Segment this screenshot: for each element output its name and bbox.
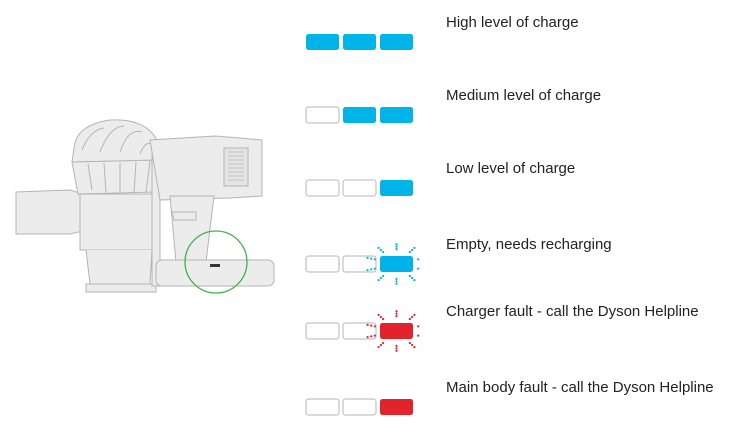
led-off bbox=[342, 179, 377, 197]
led-off bbox=[305, 255, 340, 273]
battery-pack bbox=[155, 259, 275, 287]
led-on bbox=[343, 107, 376, 123]
led-indicator-group bbox=[305, 106, 413, 124]
led-indicator-group bbox=[305, 398, 413, 416]
status-label: Low level of charge bbox=[446, 160, 576, 177]
status-label: Empty, needs recharging bbox=[446, 236, 612, 253]
status-row: Main body fault - call the Dyson Helplin… bbox=[300, 379, 745, 439]
led-on bbox=[380, 180, 413, 196]
status-row: High level of charge bbox=[300, 14, 745, 74]
clear-bin bbox=[79, 193, 157, 251]
led-off bbox=[305, 179, 340, 197]
battery-led-highlight bbox=[184, 230, 248, 294]
status-row: Empty, needs recharging bbox=[300, 236, 745, 296]
led-off bbox=[305, 106, 340, 124]
led-off bbox=[342, 398, 377, 416]
flashing-indicator-icon bbox=[366, 310, 420, 352]
vacuum-illustration bbox=[15, 119, 275, 294]
led-on bbox=[306, 34, 339, 50]
led-off bbox=[342, 322, 377, 340]
led-indicator-group bbox=[306, 34, 413, 50]
handle bbox=[169, 195, 215, 263]
status-label: High level of charge bbox=[446, 14, 579, 31]
led-on bbox=[380, 34, 413, 50]
led-indicator-group bbox=[305, 243, 420, 285]
led-indicator-group bbox=[305, 310, 420, 352]
led-off bbox=[305, 398, 340, 416]
status-row: Charger fault - call the Dyson Helpline bbox=[300, 303, 745, 363]
status-row: Low level of charge bbox=[300, 160, 745, 220]
led-indicator-group bbox=[305, 179, 413, 197]
status-label: Medium level of charge bbox=[446, 87, 602, 104]
status-label: Charger fault - call the Dyson Helpline bbox=[446, 303, 699, 320]
status-label: Main body fault - call the Dyson Helplin… bbox=[446, 379, 714, 396]
led-off bbox=[305, 322, 340, 340]
trigger bbox=[171, 211, 197, 221]
flashing-indicator-icon bbox=[366, 243, 420, 285]
led-on bbox=[380, 323, 413, 339]
led-on bbox=[380, 399, 413, 415]
led-on bbox=[380, 107, 413, 123]
cyclone-cap bbox=[71, 119, 161, 163]
led-off bbox=[342, 255, 377, 273]
status-row: Medium level of charge bbox=[300, 87, 745, 147]
led-on bbox=[380, 256, 413, 272]
led-on bbox=[343, 34, 376, 50]
